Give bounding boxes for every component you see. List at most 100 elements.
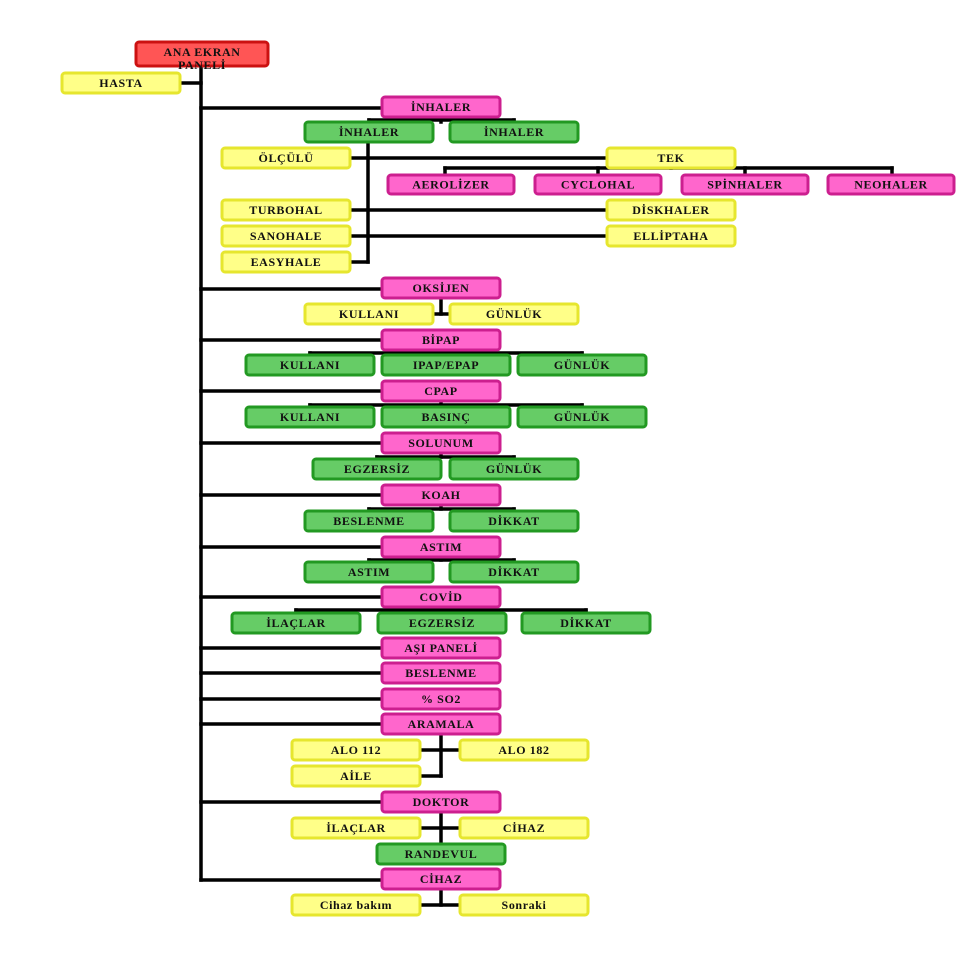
node-label: İLAÇLAR xyxy=(326,821,386,835)
node-root: ANA EKRANPANELİ xyxy=(136,42,268,72)
node-solunum-gunluk: GÜNLÜK xyxy=(450,459,578,479)
node-aile: AİLE xyxy=(292,766,420,786)
node-olculu: ÖLÇÜLÜ xyxy=(222,148,350,168)
node-label: DOKTOR xyxy=(413,795,470,809)
node-label: SOLUNUM xyxy=(408,436,474,450)
node-covid-ilaclar: İLAÇLAR xyxy=(232,613,360,633)
node-koah-beslenme: BESLENME xyxy=(305,511,433,531)
node-oksijen-gunluk: GÜNLÜK xyxy=(450,304,578,324)
node-neohaler: NEOHALER xyxy=(828,175,954,194)
node-label: NEOHALER xyxy=(854,178,927,192)
node-label: GÜNLÜK xyxy=(554,410,610,424)
node-inhaler-a: İNHALER xyxy=(305,122,433,142)
node-label: ASTIM xyxy=(348,565,390,579)
node-label: CPAP xyxy=(424,384,458,398)
node-label: HASTA xyxy=(99,76,142,90)
node-astim-astim: ASTIM xyxy=(305,562,433,582)
node-label: EASYHALE xyxy=(251,255,322,269)
node-solunum-egzersiz: EGZERSİZ xyxy=(313,459,441,479)
node-inhaler: İNHALER xyxy=(382,97,500,117)
node-oksijen: OKSİJEN xyxy=(382,278,500,298)
node-bipap-ipap: IPAP/EPAP xyxy=(382,355,510,375)
node-label: KOAH xyxy=(421,488,460,502)
node-turbohal: TURBOHAL xyxy=(222,200,350,220)
node-label: BESLENME xyxy=(333,514,405,528)
node-asi-paneli: AŞI PANELİ xyxy=(382,638,500,658)
node-tek: TEK xyxy=(607,148,735,168)
node-so2: % SO2 xyxy=(382,689,500,709)
node-boxes: ANA EKRANPANELİ HASTA İNHALER İNHALER İNHALE… xyxy=(62,42,954,915)
node-diskhaler: DİSKHALER xyxy=(607,200,735,220)
node-sonraki: Sonraki xyxy=(460,895,588,915)
node-alo112: ALO 112 xyxy=(292,740,420,760)
node-oksijen-kullani: KULLANI xyxy=(305,304,433,324)
node-label: GÜNLÜK xyxy=(554,358,610,372)
node-label: İLAÇLAR xyxy=(266,616,326,630)
node-label: RANDEVUL xyxy=(405,847,478,861)
node-label: ASTIM xyxy=(420,540,462,554)
node-label: KULLANI xyxy=(339,307,399,321)
node-aramala: ARAMALA xyxy=(382,714,500,734)
node-label: KULLANI xyxy=(280,410,340,424)
node-cpap-kullani: KULLANI xyxy=(246,407,374,427)
node-label: ANA EKRANPANELİ xyxy=(163,45,240,72)
node-label: Sonraki xyxy=(502,898,547,912)
node-inhaler-b: İNHALER xyxy=(450,122,578,142)
node-cpap: CPAP xyxy=(382,381,500,401)
node-label: EGZERSİZ xyxy=(409,616,475,630)
node-sanohale: SANOHALE xyxy=(222,226,350,246)
node-label: BESLENME xyxy=(405,666,477,680)
node-label: EGZERSİZ xyxy=(344,462,410,476)
node-bipap-gunluk: GÜNLÜK xyxy=(518,355,646,375)
node-easyhale: EASYHALE xyxy=(222,252,350,272)
node-label: DİSKHALER xyxy=(632,203,709,217)
node-cihaz-bakim: Cihaz bakım xyxy=(292,895,420,915)
node-label: ÖLÇÜLÜ xyxy=(259,151,314,165)
node-astim-dikkat: DİKKAT xyxy=(450,562,578,582)
node-beslenme: BESLENME xyxy=(382,663,500,683)
node-label: DİKKAT xyxy=(488,565,539,579)
node-covid-egzersiz: EGZERSİZ xyxy=(378,613,506,633)
node-solunum: SOLUNUM xyxy=(382,433,500,453)
node-spinhaler: SPİNHALER xyxy=(682,175,808,194)
node-label: ALO 182 xyxy=(498,743,549,757)
node-label: OKSİJEN xyxy=(413,281,470,295)
node-covid: COVİD xyxy=(382,587,500,607)
node-label: ELLİPTAHA xyxy=(633,229,708,243)
node-label: COVİD xyxy=(419,590,462,604)
node-label: CİHAZ xyxy=(503,821,545,835)
node-label: Cihaz bakım xyxy=(320,898,392,912)
node-label: İNHALER xyxy=(484,125,544,139)
node-label: BASINÇ xyxy=(422,410,471,424)
node-cyclohal: CYCLOHAL xyxy=(535,175,661,194)
node-doktor: DOKTOR xyxy=(382,792,500,812)
node-cpap-basinc: BASINÇ xyxy=(382,407,510,427)
node-covid-dikkat: DİKKAT xyxy=(522,613,650,633)
node-koah: KOAH xyxy=(382,485,500,505)
node-label: İNHALER xyxy=(339,125,399,139)
node-doktor-ilaclar: İLAÇLAR xyxy=(292,818,420,838)
node-bipap-kullani: KULLANI xyxy=(246,355,374,375)
node-koah-dikkat: DİKKAT xyxy=(450,511,578,531)
node-label: KULLANI xyxy=(280,358,340,372)
node-label: ARAMALA xyxy=(408,717,475,731)
node-doktor-cihaz: CİHAZ xyxy=(460,818,588,838)
node-label: DİKKAT xyxy=(488,514,539,528)
node-label: İNHALER xyxy=(411,100,471,114)
node-elliptaha: ELLİPTAHA xyxy=(607,226,735,246)
node-label: CYCLOHAL xyxy=(561,178,635,192)
node-alo182: ALO 182 xyxy=(460,740,588,760)
node-label: GÜNLÜK xyxy=(486,307,542,321)
node-hasta: HASTA xyxy=(62,73,180,93)
node-bipap: BİPAP xyxy=(382,330,500,350)
node-label: SANOHALE xyxy=(250,229,322,243)
node-label: SPİNHALER xyxy=(707,178,782,192)
node-label: BİPAP xyxy=(422,333,460,347)
node-label: GÜNLÜK xyxy=(486,462,542,476)
node-cihaz: CİHAZ xyxy=(382,869,500,889)
node-label: % SO2 xyxy=(421,692,461,706)
node-label: CİHAZ xyxy=(420,872,462,886)
node-astim: ASTIM xyxy=(382,537,500,557)
node-aerolizer: AEROLİZER xyxy=(388,175,514,194)
